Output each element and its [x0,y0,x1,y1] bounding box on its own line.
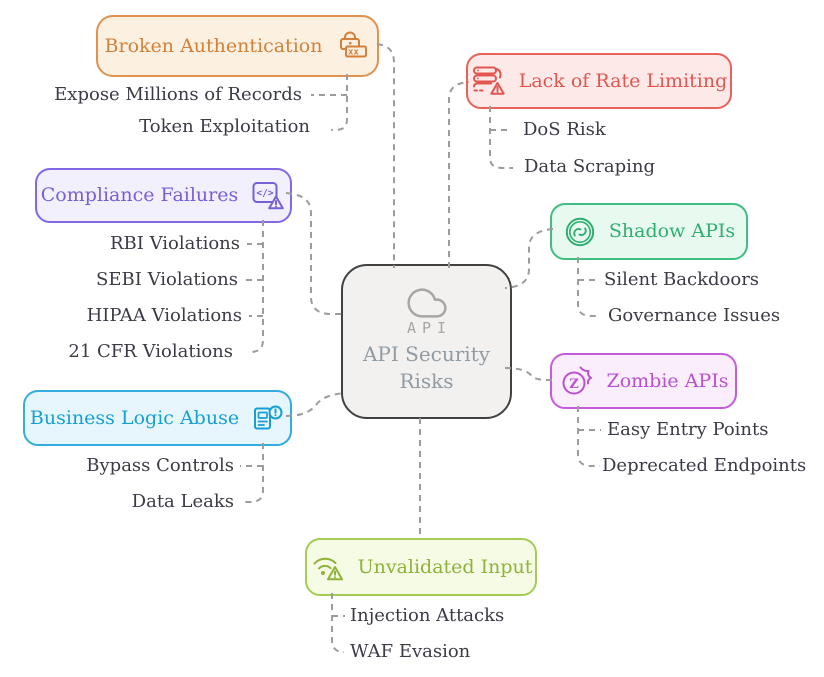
spine-unvalidated [331,593,345,653]
center-title: API Security Risks [363,341,490,395]
spine-rate-limiting [489,106,513,169]
branch-unvalidated-input: Unvalidated Input [305,538,537,596]
spine-broken-authentication [331,74,348,131]
center-node-api-security-risks: API API Security Risks [341,264,512,419]
branch-zombie-apis: Z Zombie APIs [550,353,737,409]
branch-label: Lack of Rate Limiting [518,69,728,92]
cloud-api-label: API [406,319,453,337]
child-dos-risk: DoS Risk [523,119,606,140]
child-sebi-violations: SEBI Violations [96,269,238,290]
connector-center-shadow [504,228,554,289]
branch-shadow-apis: Shadow APIs [550,203,748,260]
wifi-warning-icon [310,551,346,583]
svg-text:</>: </> [257,188,274,199]
branch-label: Business Logic Abuse [29,406,240,429]
sync-circle-icon [563,215,597,249]
svg-text:xx_: xx_ [348,48,365,58]
branch-label: Zombie APIs [606,369,729,392]
branch-label: Shadow APIs [608,220,736,242]
connector-center-broken-authentication [376,43,395,268]
spine-zombie [577,406,600,467]
child-21-cfr-violations: 21 CFR Violations [68,341,233,362]
child-rbi-violations: RBI Violations [109,233,240,254]
document-alert-icon [251,402,285,434]
spine-compliance [249,220,264,353]
child-expose-millions-of-records: Expose Millions of Records [54,84,302,105]
child-governance-issues: Governance Issues [608,305,781,326]
spine-business [244,443,264,503]
branch-label: Unvalidated Input [357,555,533,578]
server-warning-icon [471,65,507,98]
branch-broken-authentication: Broken Authentication xx_ [96,15,379,77]
branch-compliance-failures: Compliance Failures </> [35,168,292,223]
child-silent-backdoors: Silent Backdoors [604,269,760,290]
child-waf-evasion: WAF Evasion [350,641,471,662]
cloud-api-icon [405,288,449,318]
branch-label: Compliance Failures [40,184,239,206]
child-bypass-controls: Bypass Controls [86,455,234,476]
flame-z-icon: Z [559,364,595,398]
child-hipaa-violations: HIPAA Violations [86,305,242,326]
branch-lack-of-rate-limiting: Lack of Rate Limiting [466,53,732,109]
child-injection-attacks: Injection Attacks [350,605,505,626]
child-token-exploitation: Token Exploitation [139,116,310,137]
code-warning-icon: </> [250,180,286,212]
connector-center-business [285,392,346,417]
child-data-leaks: Data Leaks [131,491,234,512]
child-deprecated-endpoints: Deprecated Endpoints [602,455,807,476]
branch-label: Broken Authentication [104,34,323,57]
svg-text:Z: Z [569,377,579,392]
child-data-scraping: Data Scraping [524,156,655,177]
center-title-line-1: API Security [362,342,491,366]
connector-center-compliance [285,192,345,315]
lock-password-icon: xx_ [334,29,370,63]
connector-center-rate-limiting [448,81,470,268]
center-title-line-2: Risks [399,369,454,393]
connector-center-zombie [504,367,554,381]
spine-shadow [577,257,600,317]
branch-business-logic-abuse: Business Logic Abuse [23,390,292,446]
child-easy-entry-points: Easy Entry Points [607,419,769,440]
